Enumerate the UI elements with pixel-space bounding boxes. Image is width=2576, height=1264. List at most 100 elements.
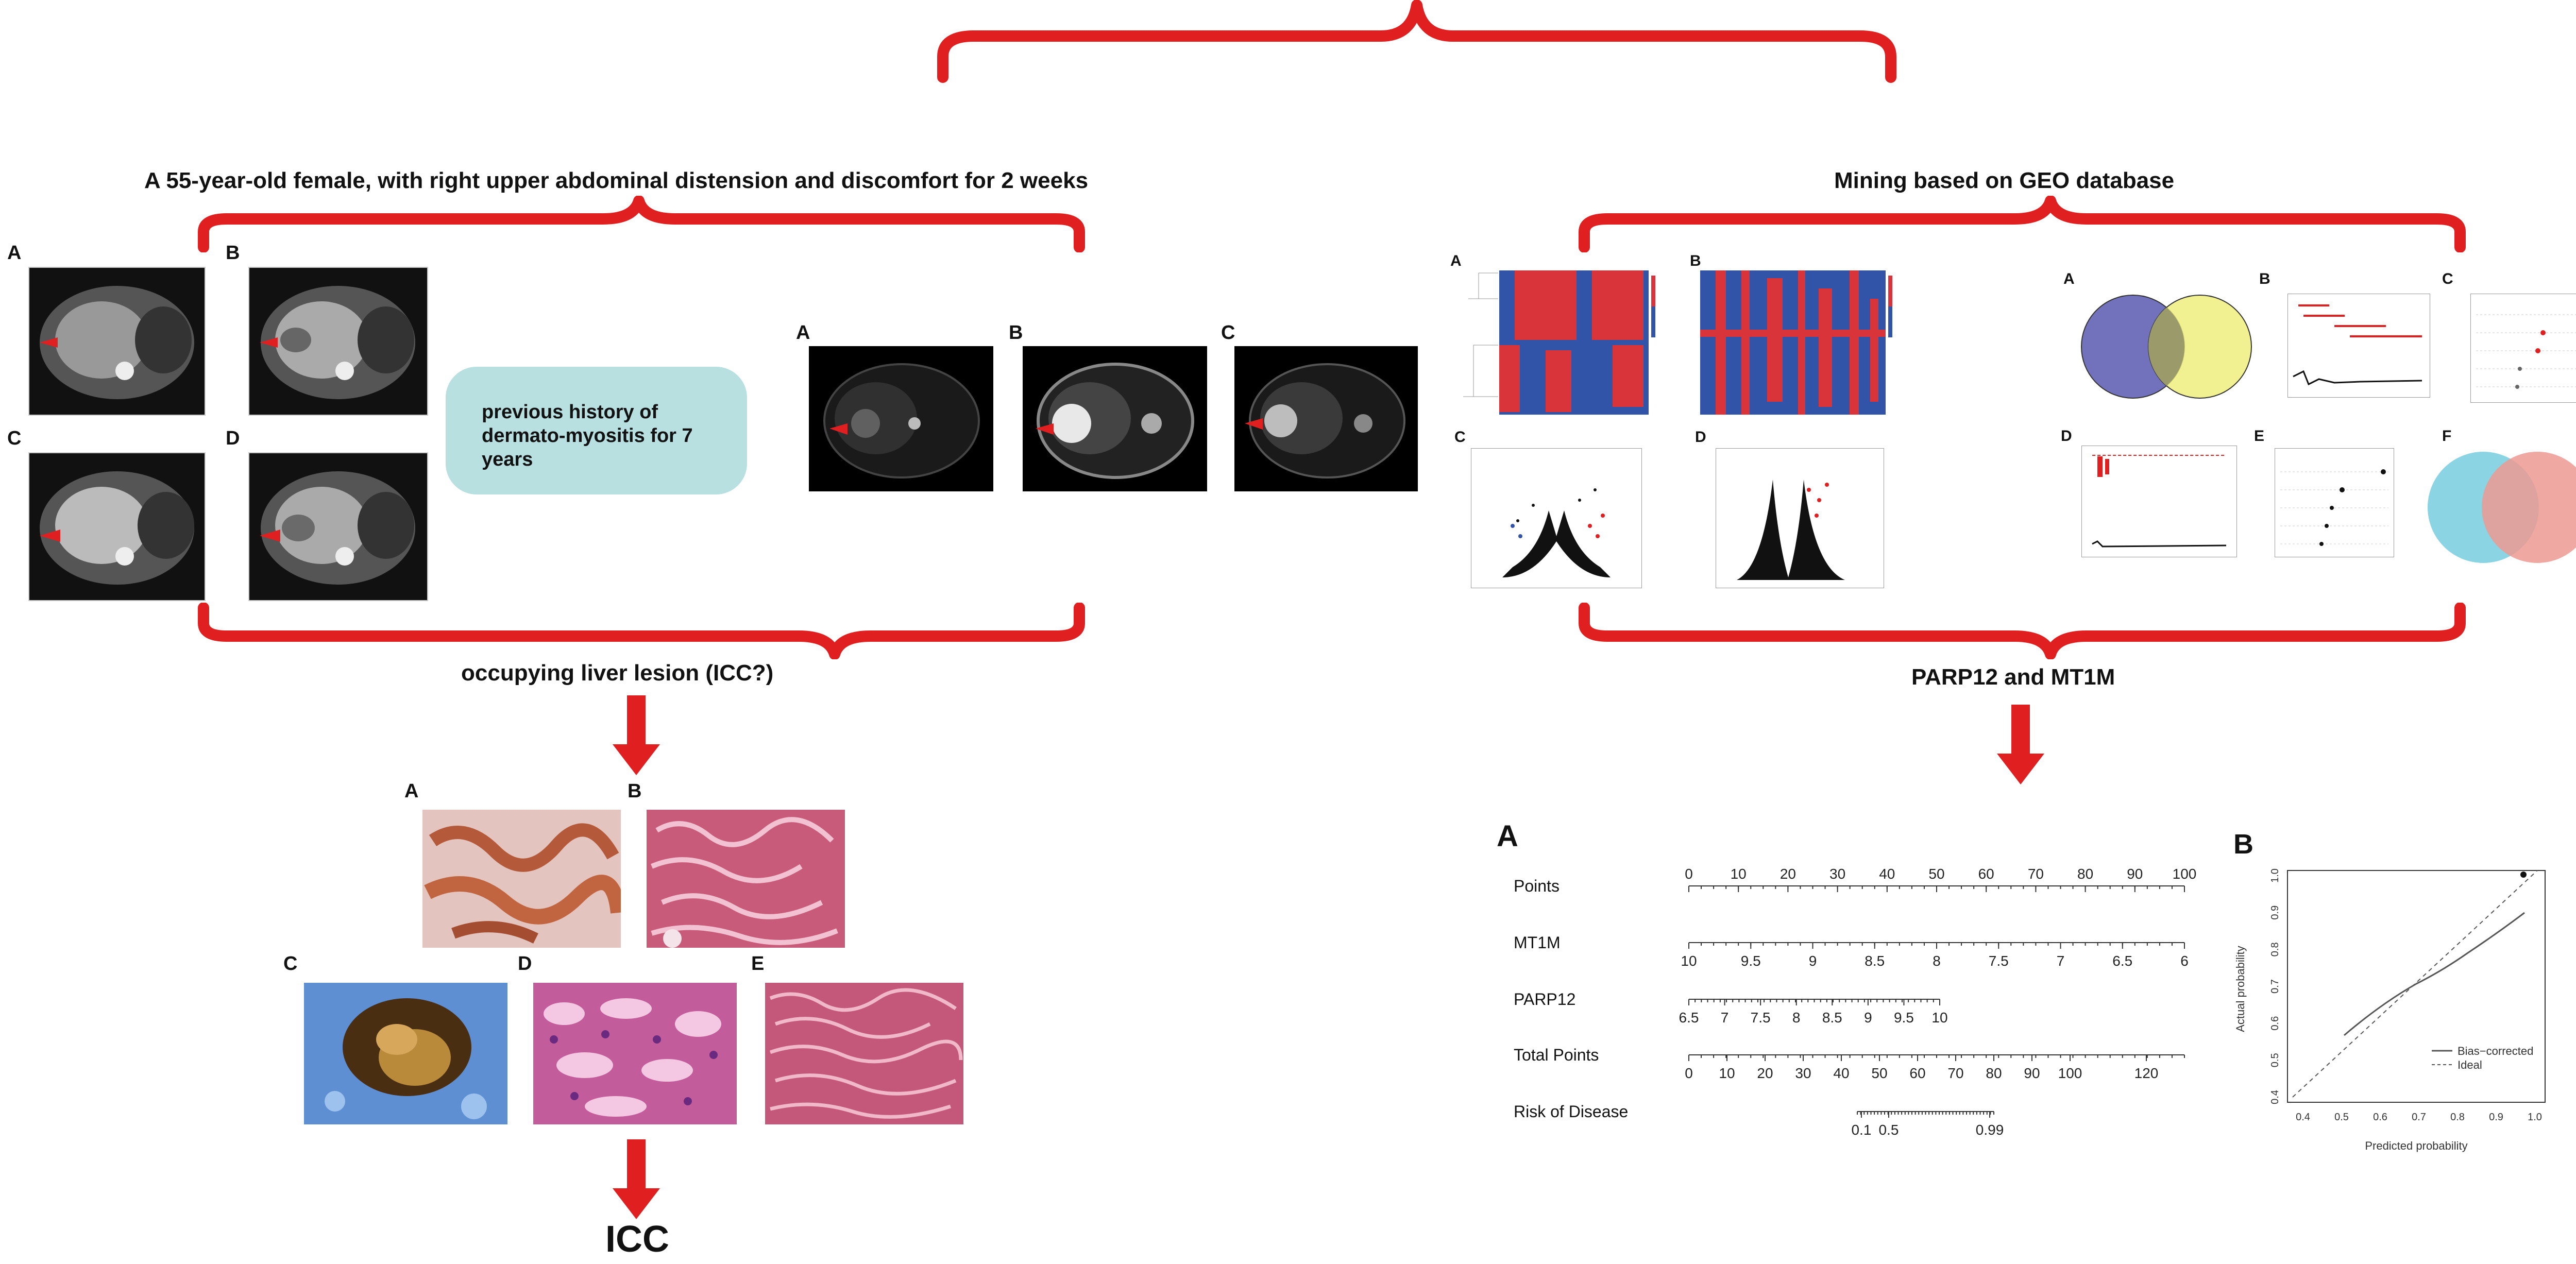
ml-letter-a: A xyxy=(2063,270,2075,287)
calib-x-tick-label: 1.0 xyxy=(2528,1112,2542,1123)
nomo-tick-label: 8.5 xyxy=(1822,1010,1842,1026)
mri-letter-b: B xyxy=(1009,322,1023,344)
mri-image-a xyxy=(809,346,993,491)
calib-y-tick-label: 1.0 xyxy=(2269,868,2281,883)
importance-plot-c xyxy=(2470,294,2576,403)
calib-x-label: Predicted probability xyxy=(2365,1139,2467,1152)
path-letter-c: C xyxy=(283,953,298,975)
calibration-plot: Bias−corrected Ideal Actual probability … xyxy=(2234,868,2546,1152)
calib-x-tick-label: 0.5 xyxy=(2334,1112,2349,1123)
nomo-tick-label: 9 xyxy=(1809,953,1817,969)
mri-letter-c: C xyxy=(1221,322,1235,344)
heat-letter-c: C xyxy=(1454,429,1466,446)
right-top-brace xyxy=(1579,196,2466,252)
venn-f xyxy=(2428,452,2576,563)
calib-legend-bias: Bias−corrected xyxy=(2458,1045,2533,1057)
volcano-c xyxy=(1471,448,1642,588)
nomo-tick-label: 7 xyxy=(2057,953,2065,969)
right-title: Mining based on GEO database xyxy=(1834,168,2175,193)
heatmap-b xyxy=(1695,268,1901,417)
nomo-tick-label: 7 xyxy=(1721,1010,1729,1026)
nomo-tick-label: 10 xyxy=(1731,866,1747,882)
mri-image-c xyxy=(1234,346,1418,491)
nomo-tick-label: 0.5 xyxy=(1878,1122,1899,1138)
calib-y-tick-label: 0.6 xyxy=(2269,1016,2281,1031)
nomo-tick-label: 7.5 xyxy=(1751,1010,1771,1026)
ml-letter-e: E xyxy=(2254,428,2265,445)
calib-y-tick-label: 0.8 xyxy=(2269,942,2281,956)
nomo-tick-label: 50 xyxy=(1871,1065,1887,1081)
ct-image-d xyxy=(248,452,428,601)
rf-error-plot-d xyxy=(2081,446,2237,557)
nomo-tick-label: 7.5 xyxy=(1989,953,2009,969)
path-letter-d: D xyxy=(518,953,532,975)
ml-letter-f: F xyxy=(2442,428,2452,445)
nomo-tick-label: 100 xyxy=(2058,1065,2082,1081)
left-top-brace xyxy=(198,196,1085,252)
nomo-tick-label: 40 xyxy=(1833,1065,1849,1081)
path-image-d xyxy=(533,983,737,1124)
calib-y-label: Actual probability xyxy=(2234,946,2247,1032)
path-letter-b: B xyxy=(628,780,642,802)
ct-image-b xyxy=(248,267,428,416)
result-label: PARP12 and MT1M xyxy=(1911,664,2115,690)
ct-letter-a: A xyxy=(7,242,22,264)
nomo-tick-label: 40 xyxy=(1879,866,1895,882)
nomo-tick-label: 10 xyxy=(1681,953,1697,969)
heatmap-a xyxy=(1458,268,1664,417)
history-bubble: previous history of dermato-myositis for… xyxy=(446,367,747,494)
nomo-tick-label: 10 xyxy=(1931,1010,1947,1026)
calib-y-tick-label: 0.9 xyxy=(2269,906,2281,920)
nomo-tick-label: 20 xyxy=(1757,1065,1773,1081)
nomo-tick-label: 9.5 xyxy=(1741,953,1761,969)
heat-letter-b: B xyxy=(1690,252,1701,269)
nomo-label-mt1m: MT1M xyxy=(1514,933,1561,952)
ml-letter-d: D xyxy=(2061,428,2072,445)
nomo-tick-label: 9.5 xyxy=(1894,1010,1914,1026)
mri-image-b xyxy=(1023,346,1207,491)
heat-letter-a: A xyxy=(1450,252,1462,269)
nomo-tick-label: 20 xyxy=(1780,866,1796,882)
history-text: previous history of dermato-myositis for… xyxy=(482,401,693,470)
down-arrow-2 xyxy=(613,1139,660,1219)
top-brace xyxy=(937,0,1896,83)
nomo-label-points: Points xyxy=(1514,877,1560,895)
nomo-tick-label: 90 xyxy=(2024,1065,2040,1081)
venn-a xyxy=(2081,295,2252,399)
volcano-d xyxy=(1716,448,1884,588)
ct-letter-c: C xyxy=(7,428,22,449)
calib-x-tick-label: 0.9 xyxy=(2489,1112,2503,1123)
calib-y-tick-label: 0.5 xyxy=(2269,1053,2281,1067)
nomo-label-total: Total Points xyxy=(1514,1046,1599,1064)
heat-letter-d: D xyxy=(1695,429,1706,446)
nomo-tick-label: 0 xyxy=(1685,1065,1693,1081)
nomo-tick-label: 100 xyxy=(2173,866,2197,882)
calib-y-tick-label: 0.7 xyxy=(2269,979,2281,994)
nomo-tick-label: 0 xyxy=(1685,866,1693,882)
nomo-tick-label: 9 xyxy=(1864,1010,1872,1026)
nomo-tick-label: 30 xyxy=(1829,866,1845,882)
nomo-label-parp12: PARP12 xyxy=(1514,990,1576,1009)
left-title: A 55-year-old female, with right upper a… xyxy=(144,168,1089,193)
nomo-label-risk: Risk of Disease xyxy=(1514,1102,1629,1121)
mri-letter-a: A xyxy=(796,322,810,344)
ct-letter-d: D xyxy=(226,428,240,449)
ml-letter-b: B xyxy=(2259,270,2270,287)
calib-x-tick-label: 0.4 xyxy=(2296,1112,2310,1123)
calib-x-tick-label: 0.8 xyxy=(2450,1112,2465,1123)
nomo-tick-label: 6 xyxy=(2180,953,2189,969)
nomo-tick-label: 10 xyxy=(1719,1065,1735,1081)
down-arrow-3 xyxy=(1997,705,2044,784)
nomo-tick-label: 60 xyxy=(1978,866,1994,882)
path-image-a xyxy=(422,810,626,948)
nomo-tick-label: 90 xyxy=(2127,866,2143,882)
down-arrow-1 xyxy=(613,695,660,775)
nomo-tick-label: 6.5 xyxy=(1679,1010,1699,1026)
path-image-e xyxy=(765,983,963,1124)
nomo-tick-label: 8 xyxy=(1933,953,1941,969)
right-bottom-brace xyxy=(1579,603,2466,659)
ct-letter-b: B xyxy=(226,242,240,264)
nomo-tick-label: 8.5 xyxy=(1865,953,1885,969)
ml-letter-c: C xyxy=(2442,270,2453,287)
nomo-tick-label: 8 xyxy=(1792,1010,1801,1026)
